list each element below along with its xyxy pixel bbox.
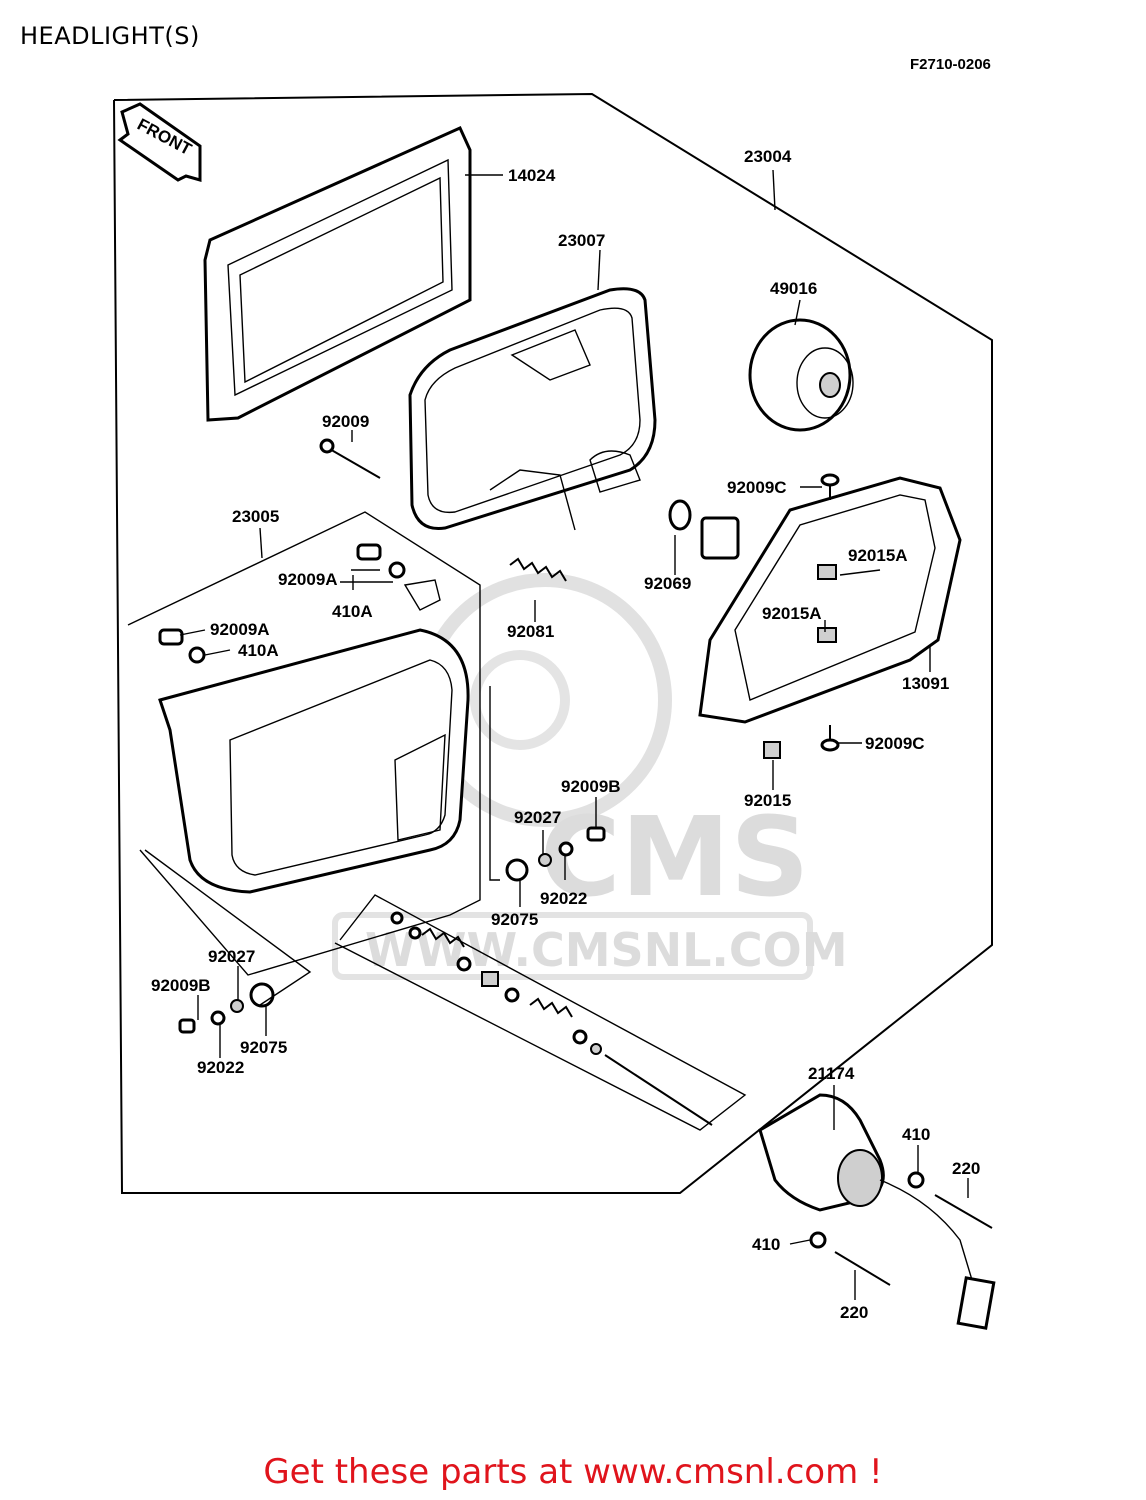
page-title: HEADLIGHT(S) xyxy=(20,22,200,50)
part-label-92022-l[interactable]: 92022 xyxy=(197,1058,244,1077)
part-label-92009a-a[interactable]: 92009A xyxy=(278,570,338,589)
assembly-outline-23004 xyxy=(113,92,993,1194)
headlight-unit-23007 xyxy=(408,287,657,531)
diagram-code: F2710-0206 xyxy=(910,56,991,73)
detail-outline-left-set xyxy=(144,849,312,1006)
footer-link[interactable]: Get these parts at www.cmsnl.com ! xyxy=(263,1452,883,1492)
adjuster-shaft xyxy=(390,911,713,1126)
mounting-frame-13091 xyxy=(698,476,962,724)
part-label-13091[interactable]: 13091 xyxy=(902,674,949,693)
watermark-logo: CMS xyxy=(540,793,809,921)
part-label-23007[interactable]: 23007 xyxy=(558,231,605,250)
detail-outline-adjuster xyxy=(334,894,747,1131)
bolt-92009a-a xyxy=(356,543,406,579)
switch-21174 xyxy=(758,1093,996,1330)
part-label-410-b[interactable]: 410 xyxy=(752,1235,780,1254)
adjuster-set-left xyxy=(178,982,275,1034)
watermark-url: WWW.CMSNL.COM xyxy=(365,923,848,977)
nut-92015a-a xyxy=(817,564,837,580)
part-label-92069[interactable]: 92069 xyxy=(644,574,691,593)
part-label-92081[interactable]: 92081 xyxy=(507,622,554,641)
part-label-23005[interactable]: 23005 xyxy=(232,507,279,526)
part-label-92015a-b[interactable]: 92015A xyxy=(762,604,822,623)
part-label-92022-r[interactable]: 92022 xyxy=(540,889,587,908)
part-label-92075-l[interactable]: 92075 xyxy=(240,1038,287,1057)
bulb-92069 xyxy=(668,499,740,560)
part-label-410-a[interactable]: 410 xyxy=(902,1125,930,1144)
screw-92009c-top xyxy=(820,473,840,500)
part-label-92027-r[interactable]: 92027 xyxy=(514,808,561,827)
part-label-220-a[interactable]: 220 xyxy=(952,1159,980,1178)
part-label-92009[interactable]: 92009 xyxy=(322,412,369,431)
screws-220 xyxy=(834,1194,993,1286)
headlight-rim-14024 xyxy=(203,126,472,422)
screw-92009c-bot xyxy=(820,725,840,752)
part-label-92075-r[interactable]: 92075 xyxy=(491,910,538,929)
part-label-14024[interactable]: 14024 xyxy=(508,166,556,185)
rubber-cap-49016 xyxy=(748,318,854,432)
part-label-410a-b[interactable]: 410A xyxy=(238,641,279,660)
detail-outline-right-set xyxy=(489,686,500,881)
detail-outline-bracket xyxy=(127,511,481,976)
front-arrow-icon: FRONT xyxy=(117,102,202,182)
nut-92015 xyxy=(763,741,781,759)
nut-92015a-b xyxy=(817,627,837,643)
bolt-92009a-b xyxy=(158,628,206,664)
part-label-49016[interactable]: 49016 xyxy=(770,279,817,298)
part-label-92009b-l[interactable]: 92009B xyxy=(151,976,211,995)
washers-410 xyxy=(809,1171,925,1249)
part-label-92015[interactable]: 92015 xyxy=(744,791,791,810)
part-label-92009b-r[interactable]: 92009B xyxy=(561,777,621,796)
leader-lines xyxy=(179,169,969,1300)
part-label-220-b[interactable]: 220 xyxy=(840,1303,868,1322)
screw-92009 xyxy=(319,438,381,479)
part-label-410a-a[interactable]: 410A xyxy=(332,602,373,621)
part-label-92027-l[interactable]: 92027 xyxy=(208,947,255,966)
part-label-92009c-top[interactable]: 92009C xyxy=(727,478,787,497)
part-label-92009c-bot[interactable]: 92009C xyxy=(865,734,925,753)
bracket-23005 xyxy=(158,579,470,894)
part-label-92015a-a[interactable]: 92015A xyxy=(848,546,908,565)
spring-92081 xyxy=(509,557,567,582)
part-label-92009a-b[interactable]: 92009A xyxy=(210,620,270,639)
watermark: CMS WWW.CMSNL.COM xyxy=(332,573,848,980)
adjuster-set-right xyxy=(505,826,606,882)
part-label-21174[interactable]: 21174 xyxy=(808,1064,855,1083)
part-label-23004[interactable]: 23004 xyxy=(744,147,792,166)
